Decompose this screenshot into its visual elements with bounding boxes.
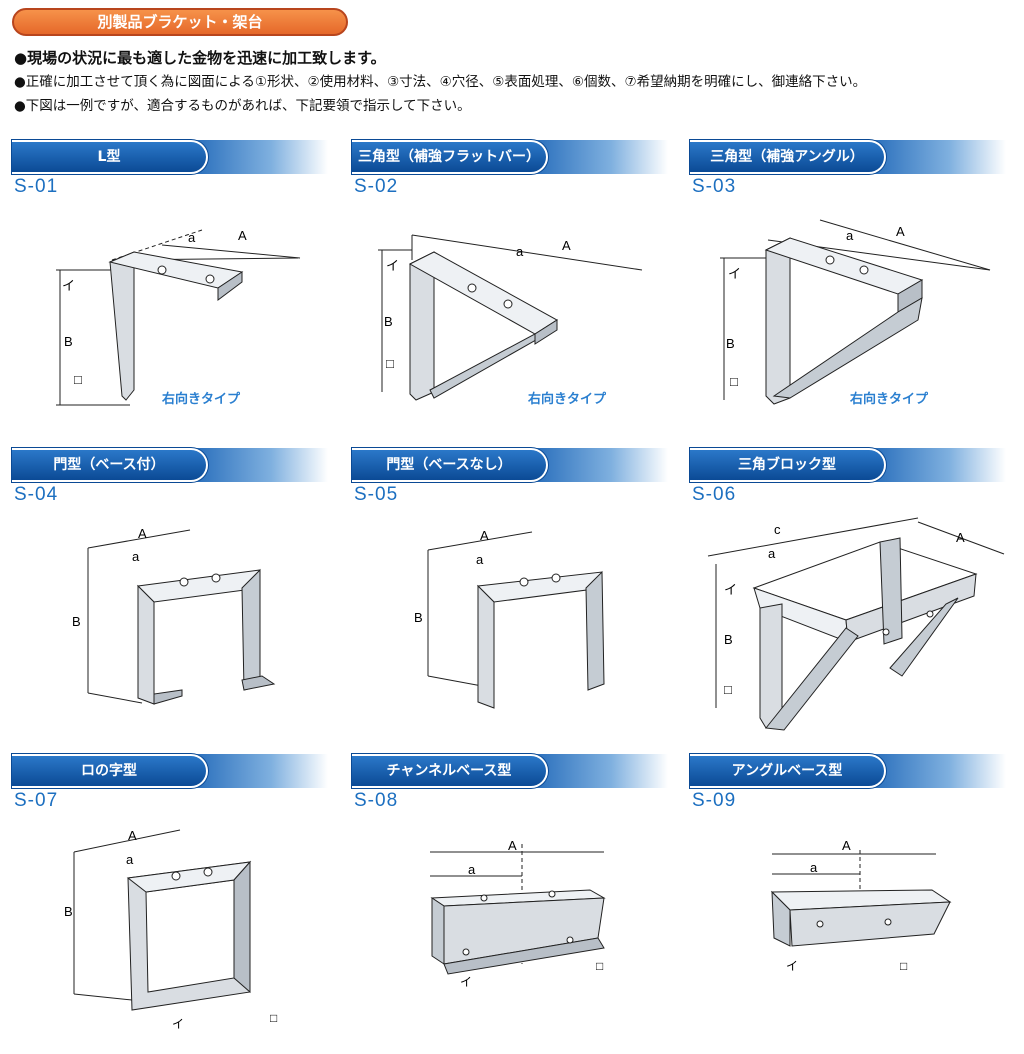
note-1: ●現場の状況に最も適した金物を迅速に加工致します。 [14,49,386,67]
product-code: S-09 [692,790,737,811]
svg-text:B: B [724,632,733,647]
channel-base-drawing: A a イ □ [430,838,606,989]
product-code: S-08 [354,790,399,811]
svg-text:□: □ [270,1011,277,1025]
product-header: ロの字型 [12,754,328,788]
l-bracket-drawing: a A イ B □ [56,228,301,406]
svg-text:B: B [64,904,73,919]
product-card-s08: チャンネルベース型 S-08 A a イ □ [352,754,672,1054]
dim-B: B [64,334,73,349]
dim-a: a [188,230,196,245]
square-frame-drawing: a A B イ □ [64,828,277,1031]
product-header: チャンネルベース型 [352,754,668,788]
type-label: 右向きタイプ [850,392,929,407]
svg-text:A: A [138,526,147,541]
notes: ●現場の状況に最も適した金物を迅速に加工致します。 ●正確に加工させて頂く為に図… [14,46,1014,118]
svg-text:A: A [896,224,905,239]
product-header: 三角型（補強フラットバー） [352,140,668,174]
triangle-angle-drawing: a A イ B □ [720,219,991,405]
page-title: 別製品ブラケット・架台 [12,8,348,36]
svg-text:B: B [414,610,423,625]
type-label: 右向きタイプ [528,392,607,407]
note-2: ●正確に加工させて頂く為に図面による①形状、②使用材料、③寸法、④穴径、⑤表面処… [14,74,867,90]
dim-A: A [238,228,247,243]
svg-text:A: A [562,238,571,253]
product-name: 門型（ベース付） [12,448,208,482]
product-header: 三角型（補強アングル） [690,140,1006,174]
svg-text:□: □ [730,374,738,389]
svg-text:イ: イ [786,959,798,973]
product-card-s09: アングルベース型 S-09 A a イ □ [690,754,1010,1054]
product-header: 三角ブロック型 [690,448,1006,482]
svg-text:□: □ [724,682,732,697]
svg-text:A: A [480,528,489,543]
product-name: ロの字型 [12,754,208,788]
product-code: S-03 [692,176,737,197]
svg-text:a: a [810,860,818,875]
svg-text:A: A [842,838,851,853]
product-card-s05: 門型（ベースなし） S-05 a A B [352,448,672,748]
product-header: L型 [12,140,328,174]
product-card-s06: 三角ブロック型 S-06 a c A イ B □ [690,448,1010,748]
product-header: 門型（ベース付） [12,448,328,482]
dim-ro: □ [74,372,82,387]
product-name: アングルベース型 [690,754,886,788]
svg-text:B: B [384,314,393,329]
svg-text:イ: イ [460,975,472,989]
svg-text:B: B [72,614,81,629]
product-card-s02: 三角型（補強フラットバー） S-02 a A イ B □ 右向きタイプ [352,140,672,440]
type-label: 右向きタイプ [162,392,241,407]
product-header: アングルベース型 [690,754,1006,788]
svg-text:A: A [956,530,965,545]
svg-text:□: □ [386,356,394,371]
svg-text:□: □ [900,959,907,973]
svg-text:a: a [768,546,776,561]
product-name: 門型（ベースなし） [352,448,548,482]
product-name: 三角ブロック型 [690,448,886,482]
svg-text:a: a [516,244,524,259]
triangle-flatbar-drawing: a A イ B □ [378,234,643,401]
angle-base-drawing: A a イ □ [770,838,952,973]
product-code: S-06 [692,484,737,505]
svg-text:イ: イ [724,582,737,597]
product-code: S-01 [14,176,59,197]
svg-text:A: A [508,838,517,853]
gate-base-drawing: a A B [72,526,276,705]
svg-text:イ: イ [728,266,741,281]
product-name: 三角型（補強フラットバー） [352,140,548,174]
product-header: 門型（ベースなし） [352,448,668,482]
product-card-s04: 門型（ベース付） S-04 a A B [12,448,332,748]
svg-text:イ: イ [386,258,399,273]
product-code: S-04 [14,484,59,505]
note-3: ●下図は一例ですが、適合するものがあれば、下記要領で指示して下さい。 [14,98,471,114]
product-name: L型 [12,140,208,174]
svg-text:□: □ [596,959,603,973]
product-card-s01: L型 S-01 a A イ B □ 右向きタイプ [12,140,332,440]
svg-text:a: a [468,862,476,877]
product-name: チャンネルベース型 [352,754,548,788]
svg-text:a: a [132,549,140,564]
svg-text:a: a [476,552,484,567]
product-code: S-05 [354,484,399,505]
svg-text:A: A [128,828,137,843]
svg-text:c: c [774,522,781,537]
triangle-block-drawing: a c A イ B □ [707,517,1005,731]
gate-nobase-drawing: a A B [414,528,605,709]
svg-text:B: B [726,336,735,351]
svg-text:a: a [126,852,134,867]
svg-text:a: a [846,228,854,243]
product-card-s03: 三角型（補強アングル） S-03 a A イ B □ 右向きタイプ [690,140,1010,440]
dim-i: イ [62,278,75,293]
product-name: 三角型（補強アングル） [690,140,886,174]
product-code: S-02 [354,176,399,197]
product-code: S-07 [14,790,59,811]
product-card-s07: ロの字型 S-07 a A B イ □ [12,754,332,1054]
svg-text:イ: イ [172,1017,184,1031]
